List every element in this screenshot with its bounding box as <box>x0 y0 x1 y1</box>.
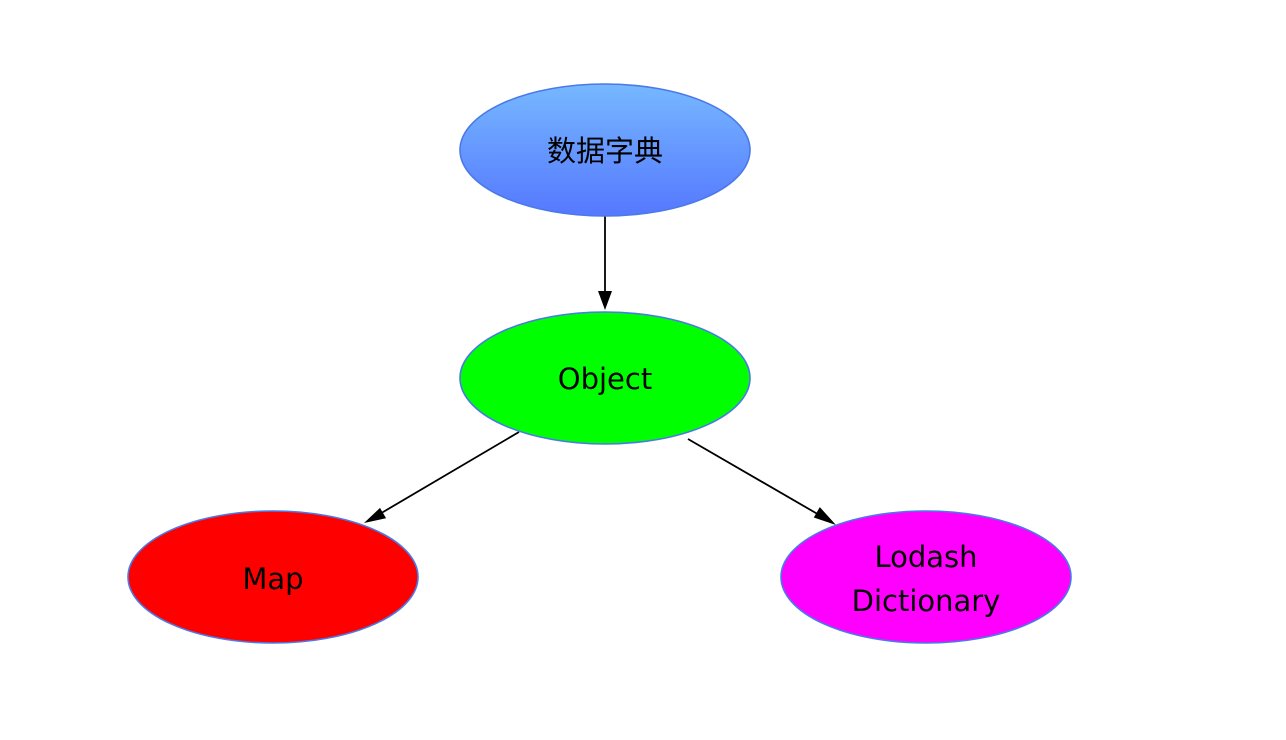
edge-dict-to-object <box>598 216 612 310</box>
edge-object-to-lodash <box>687 438 836 525</box>
node-map[interactable]: Map <box>127 510 419 644</box>
node-lodash-dictionary-shape <box>780 510 1072 644</box>
node-lodash-dictionary-label-line-2: Dictionary <box>852 584 1001 618</box>
node-data-dictionary-label: 数据字典 <box>547 134 663 168</box>
edge-object-to-map <box>364 431 520 523</box>
node-object-label: Object <box>558 362 652 396</box>
node-object[interactable]: Object <box>459 311 751 445</box>
node-map-label: Map <box>242 562 303 596</box>
node-lodash-dictionary-label-line-1: Lodash <box>874 540 977 574</box>
node-data-dictionary[interactable]: 数据字典 <box>459 83 751 217</box>
node-object-shape <box>459 311 751 445</box>
node-data-dictionary-shape <box>459 83 751 217</box>
node-map-shape <box>127 510 419 644</box>
node-lodash-dictionary[interactable]: Lodash Dictionary <box>780 510 1072 644</box>
